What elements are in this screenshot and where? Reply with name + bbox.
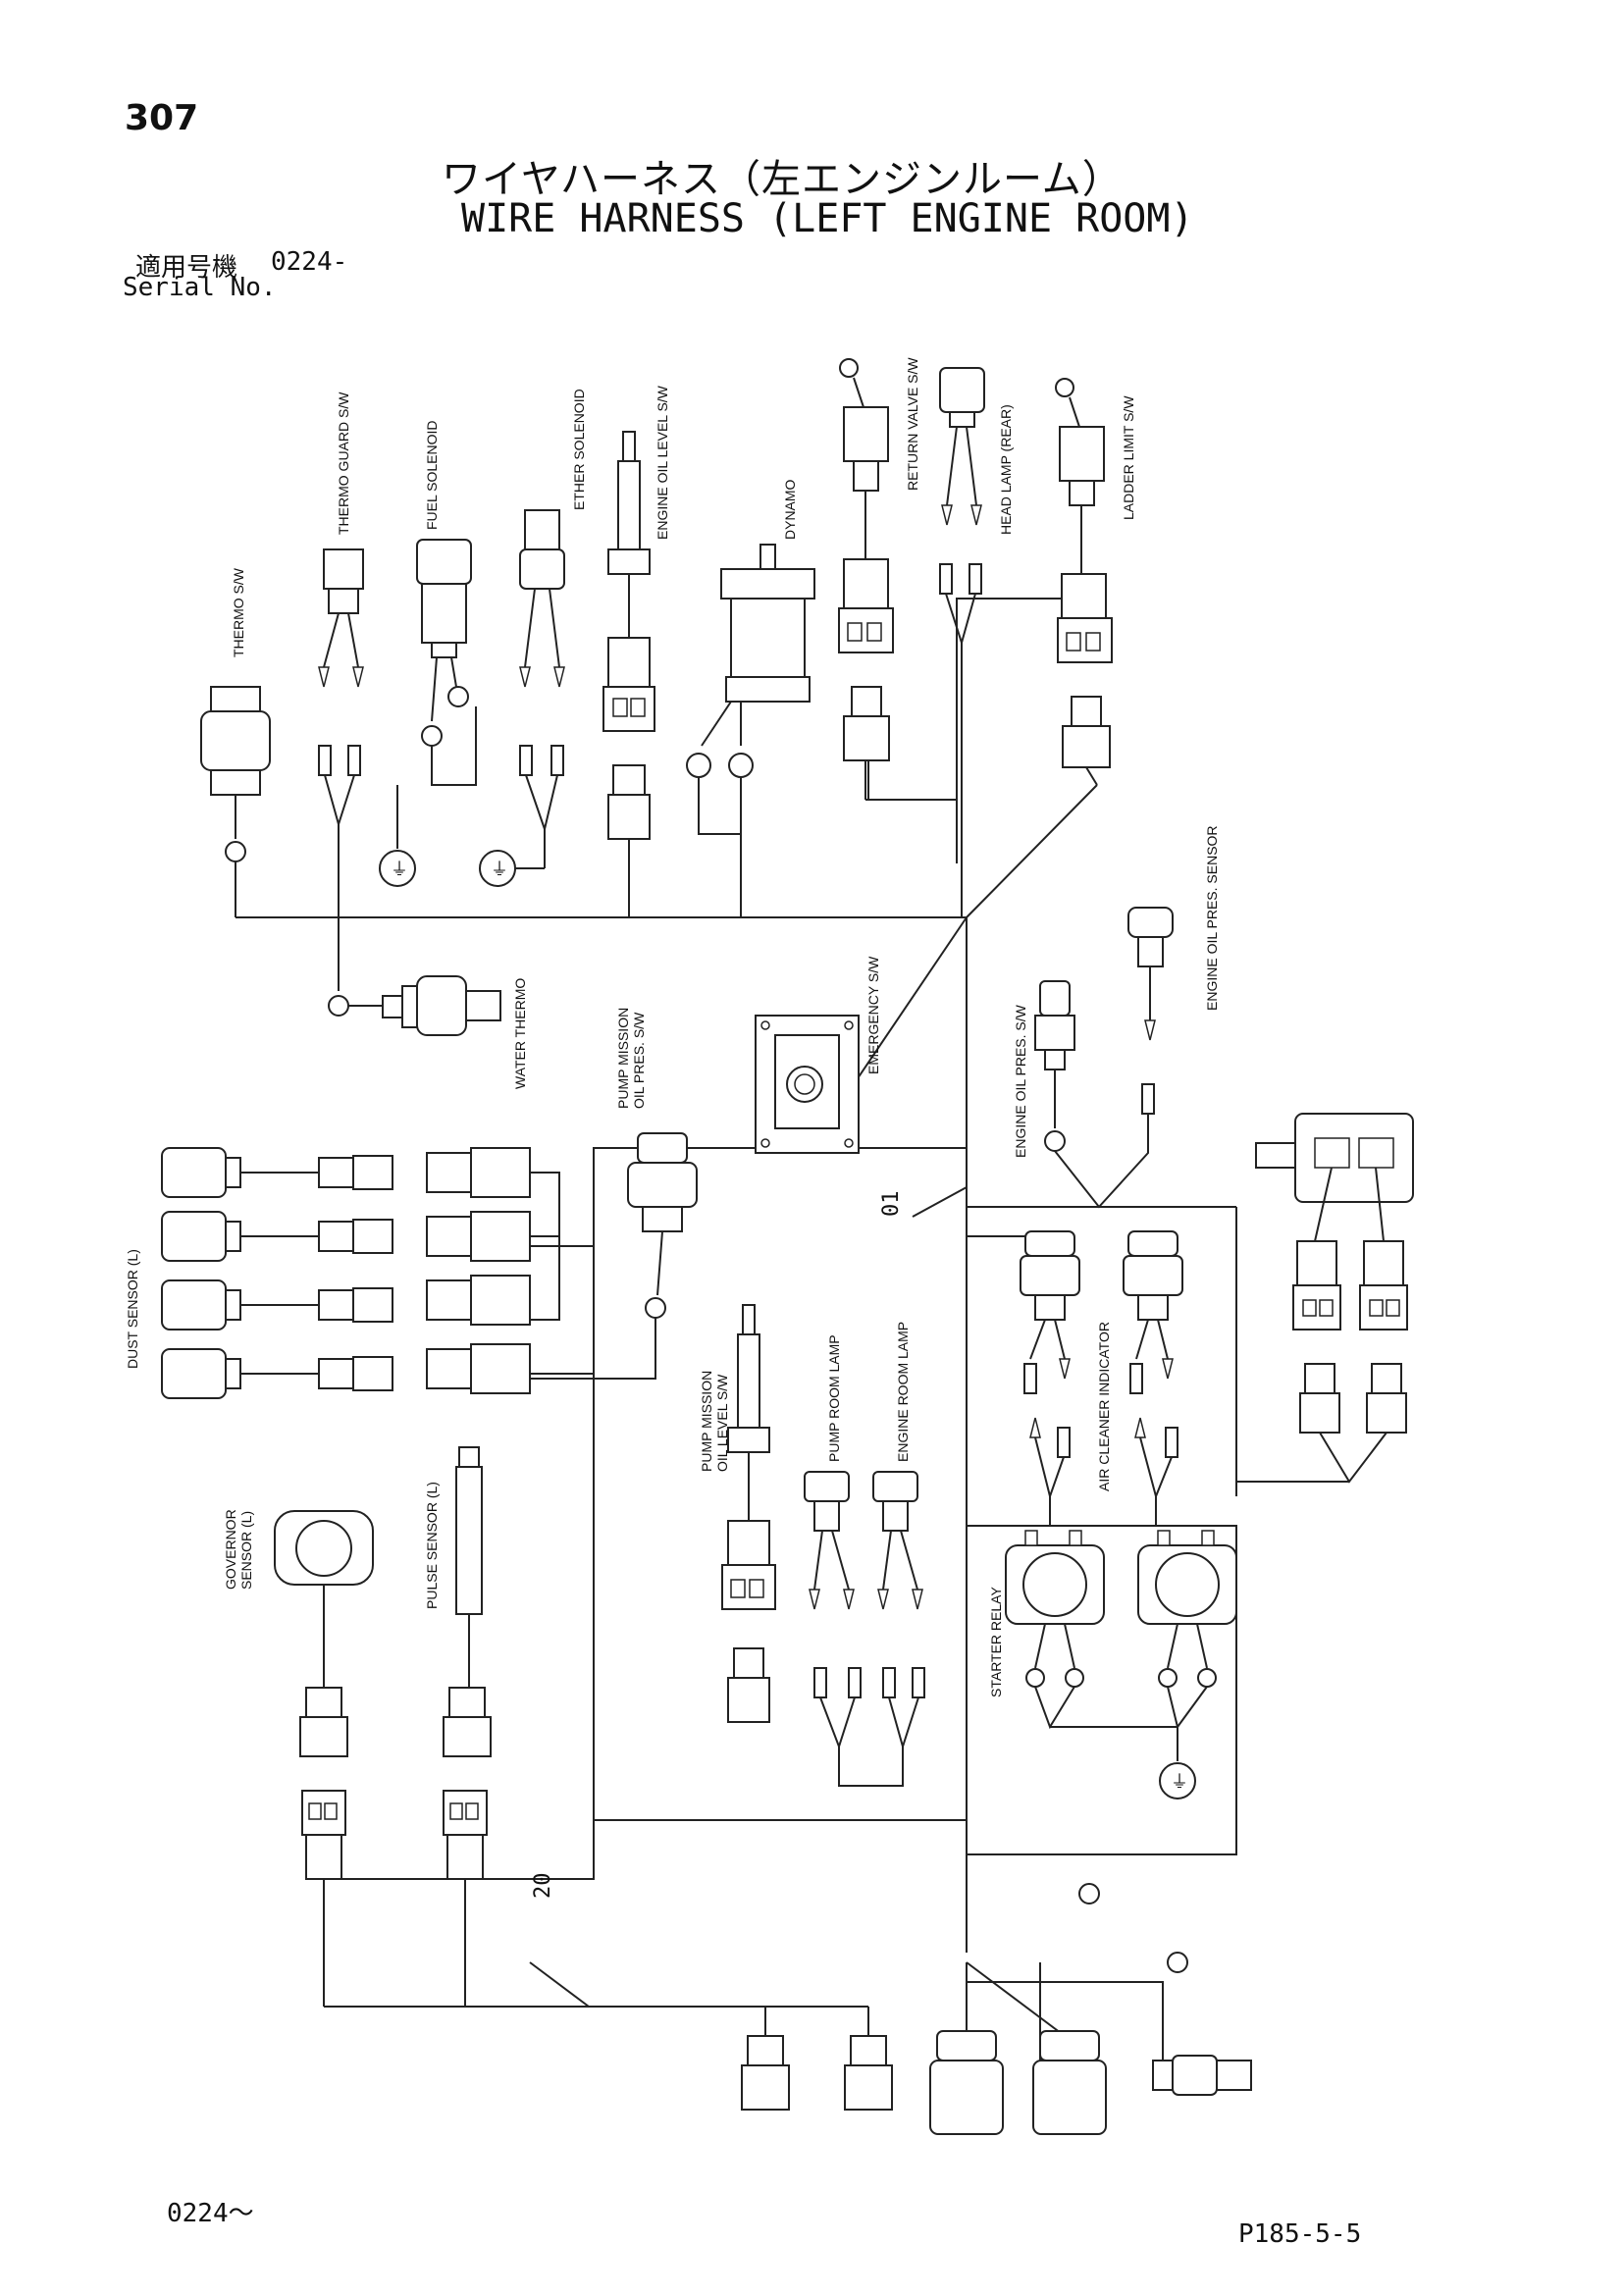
bottom-connectors xyxy=(741,2030,1252,2135)
footer-serial: 0224～ xyxy=(167,2199,254,2228)
ether-solenoid-label: ETHER SOLENOID xyxy=(571,389,587,510)
engine-oil-pres-sensor-label: ENGINE OIL PRES. SENSOR xyxy=(1204,825,1220,1011)
air-cleaner-indicator: AIR CLEANER INDICATOR xyxy=(1020,1230,1183,1526)
return-valve-sw-label: RETURN VALVE S/W xyxy=(905,357,920,491)
dust-sensor-2 xyxy=(161,1211,393,1262)
dust-sensor-l-label: DUST SENSOR (L) xyxy=(125,1249,140,1369)
dust-sensor-1 xyxy=(161,1147,393,1198)
pump-mission-oil-level-sw-label-2: OIL LEVEL S/W xyxy=(714,1374,730,1472)
pump-mission-oil-level-sw-label-1: PUMP MISSION xyxy=(699,1371,714,1472)
pump-mission-oil-pressure-switch: PUMP MISSION OIL PRES. S/W xyxy=(491,1008,698,1380)
governor-sensor-label-1: GOVERNOR xyxy=(223,1509,238,1590)
engine-oil-level-sw-label: ENGINE OIL LEVEL S/W xyxy=(654,385,670,540)
head-lamp-rear: HEAD LAMP (REAR) xyxy=(939,367,1014,917)
ladder-limit-sw-label: LADDER LIMIT S/W xyxy=(1121,395,1136,520)
emergency-sw-label: EMERGENCY S/W xyxy=(865,956,881,1074)
right-side-connector-assembly xyxy=(1236,1113,1414,1484)
thermo-switch: THERMO S/W xyxy=(200,567,271,917)
ladder-limit-switch: LADDER LIMIT S/W xyxy=(1055,378,1136,786)
dynamo: DYNAMO xyxy=(686,479,815,917)
title-english: WIRE HARNESS (LEFT ENGINE ROOM) xyxy=(461,196,1194,241)
engine-oil-pres-sw-label: ENGINE OIL PRES. S/W xyxy=(1013,1004,1028,1158)
svg-text:⏚: ⏚ xyxy=(491,860,508,879)
engine-oil-pressure-switch: ENGINE OIL PRES. S/W xyxy=(1013,980,1155,1209)
head-lamp-rear-label: HEAD LAMP (REAR) xyxy=(998,404,1014,535)
thermo-guard-switch: THERMO GUARD S/W xyxy=(318,391,397,1017)
title-japanese: ワイヤハーネス（左エンジンルーム） xyxy=(442,157,1123,202)
serial-value: 0224- xyxy=(271,247,348,277)
harness-junction-marker-2 xyxy=(1167,1952,1188,1973)
pump-mission-oil-pres-sw-label-1: PUMP MISSION xyxy=(615,1008,631,1109)
starter-relay-label: STARTER RELAY xyxy=(988,1587,1004,1697)
dust-sensor-left: DUST SENSOR (L) xyxy=(125,1147,594,1399)
engine-oil-pressure-sensor: ENGINE OIL PRES. SENSOR xyxy=(1127,825,1220,1041)
pump-room-lamp-label: PUMP ROOM LAMP xyxy=(826,1334,842,1462)
room-lamps: PUMP ROOM LAMP ENGINE ROOM LAMP xyxy=(804,1322,925,1787)
svg-text:⏚: ⏚ xyxy=(1171,1772,1188,1792)
emergency-switch: EMERGENCY S/W xyxy=(755,956,881,1154)
harness-callout-20: 20 xyxy=(531,1873,555,1900)
pump-mission-oil-level-switch: PUMP MISSION OIL LEVEL S/W xyxy=(699,1304,776,1723)
dynamo-label: DYNAMO xyxy=(782,479,798,540)
governor-sensor-left: GOVERNOR SENSOR (L) xyxy=(223,1509,374,2007)
footer-reference: P185-5-5 xyxy=(1238,2219,1362,2249)
serial-label-english: Serial No. xyxy=(123,273,277,302)
dust-sensor-4 xyxy=(161,1348,393,1399)
engine-oil-level-switch: ENGINE OIL LEVEL S/W xyxy=(602,385,670,917)
harness-callout-01: 01 xyxy=(879,1191,904,1218)
ether-solenoid: ⏚ ETHER SOLENOID xyxy=(479,389,587,887)
fuel-solenoid: ⏚ FUEL SOLENOID xyxy=(379,420,477,887)
air-cleaner-indicator-label: AIR CLEANER INDICATOR xyxy=(1096,1322,1112,1491)
harness-junction-marker xyxy=(1078,1883,1100,1905)
water-thermo: WATER THERMO xyxy=(382,975,528,1089)
thermo-sw-label: THERMO S/W xyxy=(231,567,246,657)
thermo-guard-sw-label: THERMO GUARD S/W xyxy=(336,391,351,535)
page-number: 307 xyxy=(125,98,199,138)
dust-sensor-3 xyxy=(161,1279,393,1331)
fuel-solenoid-label: FUEL SOLENOID xyxy=(424,420,440,530)
governor-sensor-label-2: SENSOR (L) xyxy=(238,1511,254,1590)
engine-room-lamp-label: ENGINE ROOM LAMP xyxy=(895,1322,911,1462)
pulse-sensor-l-label: PULSE SENSOR (L) xyxy=(424,1482,440,1609)
water-thermo-label: WATER THERMO xyxy=(512,978,528,1089)
return-valve-switch: RETURN VALVE S/W xyxy=(838,357,957,801)
pulse-sensor-left: PULSE SENSOR (L) xyxy=(424,1446,492,2007)
svg-text:⏚: ⏚ xyxy=(391,860,408,879)
serial-label-japanese: 適用号機 xyxy=(135,253,238,283)
starter-relay: ⏚ STARTER RELAY xyxy=(988,1530,1237,1800)
harness-trunk xyxy=(236,598,1237,2080)
pump-mission-oil-pres-sw-label-2: OIL PRES. S/W xyxy=(631,1012,647,1109)
